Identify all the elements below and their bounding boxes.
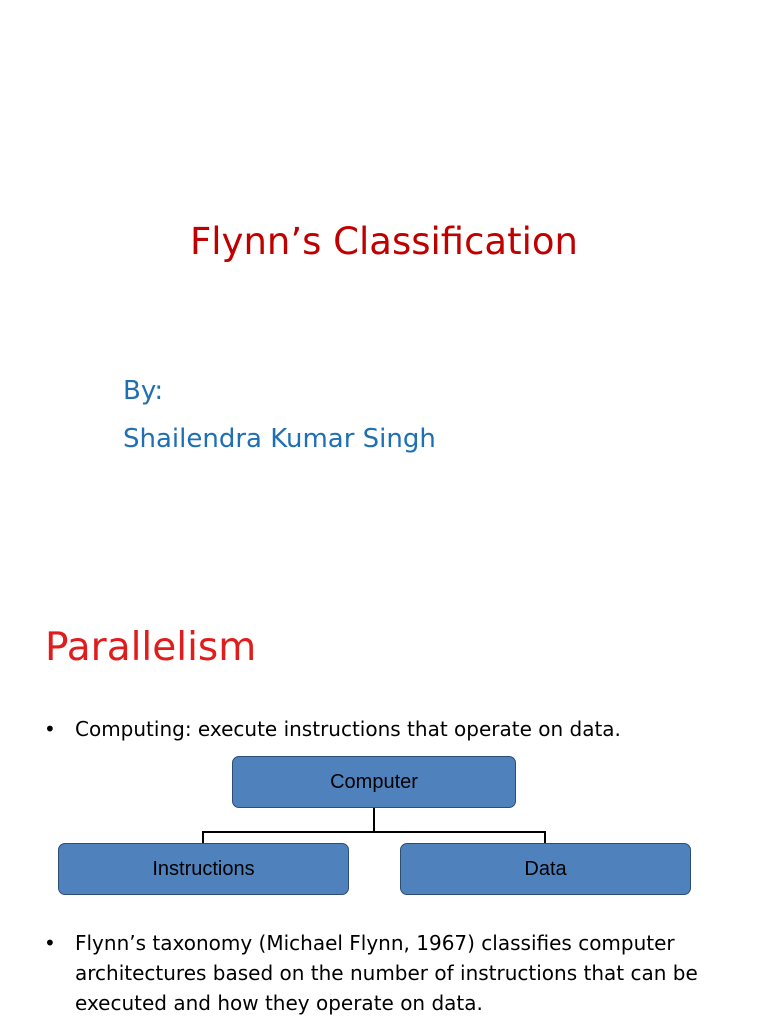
bullet-text: Computing: execute instructions that ope…	[75, 717, 621, 741]
bullet-item: • Computing: execute instructions that o…	[44, 714, 734, 744]
by-label: By:	[123, 376, 164, 406]
hierarchy-diagram: Computer Instructions Data	[0, 576, 768, 1024]
author-name: Shailendra Kumar Singh	[123, 424, 436, 454]
title-slide: Flynn’s Classification By: Shailendra Ku…	[123, 220, 578, 454]
bullet-dot-icon: •	[44, 717, 56, 741]
connector-line	[202, 831, 204, 843]
bullet-dot-icon: •	[44, 931, 56, 955]
node-instructions: Instructions	[58, 843, 349, 895]
slide-title: Flynn’s Classification	[190, 220, 578, 263]
parallelism-slide: Parallelism • Computing: execute instruc…	[0, 576, 768, 1024]
bullet-item: • Flynn’s taxonomy (Michael Flynn, 1967)…	[44, 928, 734, 1018]
node-computer: Computer	[232, 756, 516, 808]
node-data: Data	[400, 843, 691, 895]
connector-line	[544, 831, 546, 843]
connector-line	[202, 831, 545, 833]
bullet-text: Flynn’s taxonomy (Michael Flynn, 1967) c…	[75, 931, 698, 1015]
section-heading: Parallelism	[45, 625, 257, 670]
connector-line	[373, 808, 375, 832]
